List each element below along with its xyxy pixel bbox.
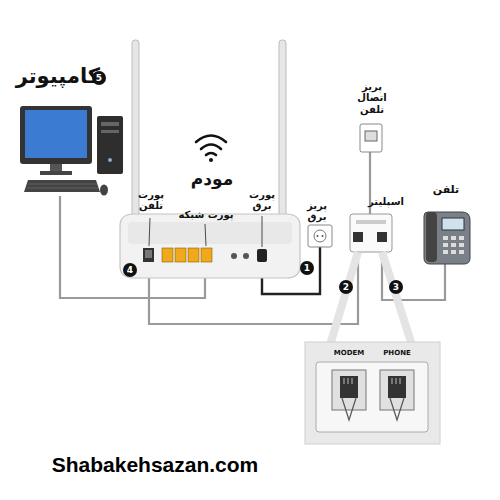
splitter-inset-box: MODEM PHONE — [305, 342, 440, 444]
callout-number: 4 — [123, 263, 137, 277]
device-label: اسپلیتر — [364, 196, 408, 208]
modem — [120, 40, 300, 278]
device-label: مودم — [182, 170, 242, 190]
callout-number: 3 — [389, 280, 403, 294]
phone-jack — [360, 124, 382, 152]
device-label: تلفن — [426, 184, 466, 197]
outlet-label: پریز برق — [297, 200, 337, 223]
outlet-label: پریز اتصال تلفن — [349, 81, 395, 116]
splitter-inset — [305, 342, 440, 444]
splitter — [350, 214, 392, 252]
callout-number: 1 — [300, 261, 314, 275]
port-caption: MODEM — [334, 349, 364, 357]
port-label: پورت تلفن — [134, 189, 168, 212]
computer — [20, 106, 123, 196]
watermark: Shabakehsazan.com — [52, 453, 259, 477]
zoom-lines — [330, 252, 412, 345]
wifi-icon — [196, 136, 226, 156]
telephone — [424, 212, 470, 264]
callout-number: 5 — [92, 71, 106, 85]
port-label: پورت برق — [247, 189, 277, 212]
port-caption: PHONE — [383, 349, 411, 357]
leader-lines — [149, 216, 262, 247]
wires — [60, 152, 445, 324]
port-label: پورت شبکه — [174, 209, 238, 221]
power-outlet — [308, 225, 332, 247]
callout-number: 2 — [339, 280, 353, 294]
device-label: کامپیوتر — [20, 64, 100, 88]
